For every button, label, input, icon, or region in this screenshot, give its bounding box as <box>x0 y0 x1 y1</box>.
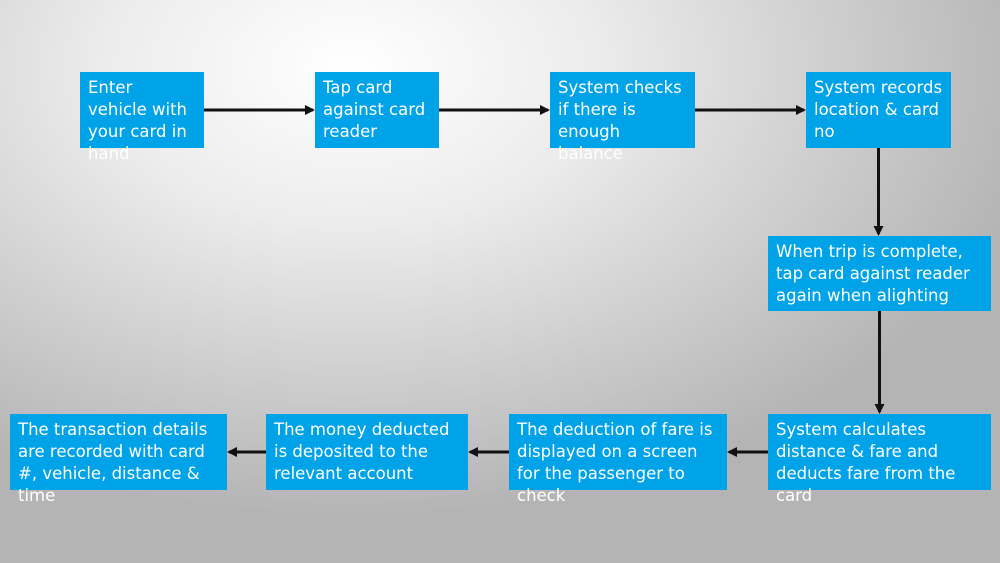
step-text: System checks if there is enough balance <box>558 78 682 163</box>
step-text: System calculates distance & fare and de… <box>776 420 956 505</box>
step-text: System records location & card no <box>814 78 943 141</box>
step-box-tap-card: Tap card against card reader <box>315 72 439 148</box>
step-box-enter-vehicle: Enter vehicle with your card in hand <box>80 72 204 163</box>
step-text: Tap card against card reader <box>323 78 426 141</box>
step-text: The transaction details are recorded wit… <box>18 420 208 505</box>
step-text: The money deducted is deposited to the r… <box>274 420 450 483</box>
step-box-check-balance: System checks if there is enough balance <box>550 72 695 163</box>
step-box-record-transaction: The transaction details are recorded wit… <box>10 414 227 505</box>
step-text: When trip is complete, tap card against … <box>776 242 970 305</box>
step-box-calculate-fare: System calculates distance & fare and de… <box>768 414 991 505</box>
step-box-deposit-money: The money deducted is deposited to the r… <box>266 414 468 490</box>
step-box-display-deduction: The deduction of fare is displayed on a … <box>509 414 727 505</box>
step-box-record-location: System records location & card no <box>806 72 951 148</box>
step-text: The deduction of fare is displayed on a … <box>517 420 713 505</box>
step-text: Enter vehicle with your card in hand <box>88 78 188 163</box>
step-box-tap-again: When trip is complete, tap card against … <box>768 236 991 311</box>
